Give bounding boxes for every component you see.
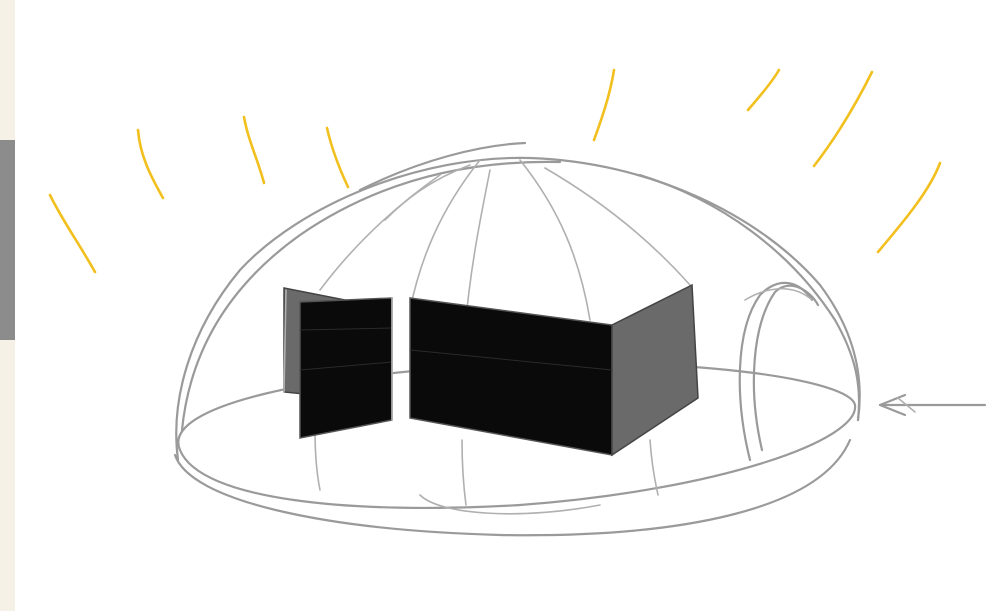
sun-ray [138,130,163,198]
wall-panel [612,285,698,455]
sun-ray-marks [50,70,940,272]
sun-ray [244,117,264,183]
wall-panel [410,298,612,455]
sun-ray [327,128,348,187]
wall-panel [300,298,392,438]
wall-panels [284,285,698,455]
sun-ray [748,70,779,110]
sun-ray [878,163,940,252]
sun-ray [594,70,614,140]
entrance-arrow-icon [880,395,985,415]
sun-ray [814,72,872,166]
sun-ray [50,195,95,272]
